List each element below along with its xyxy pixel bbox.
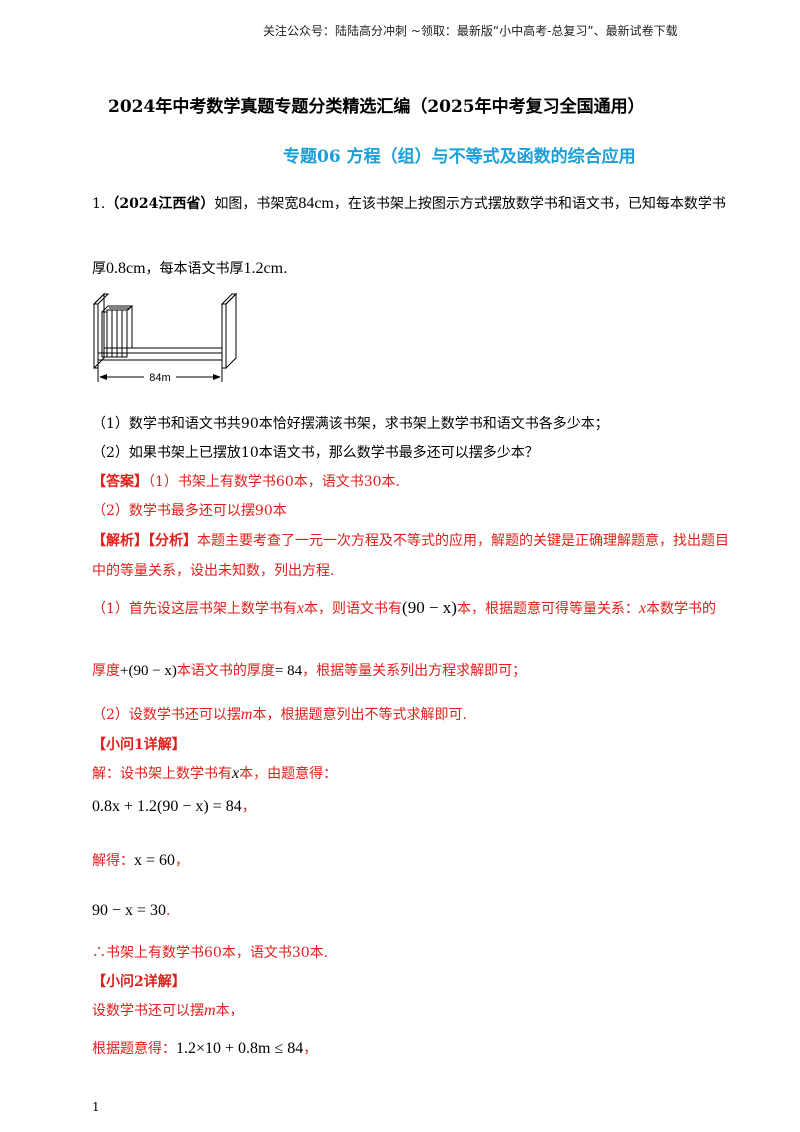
var-m: m <box>204 1002 216 1019</box>
detail-2-line-1: 设数学书还可以摆m本， <box>92 1000 244 1020</box>
expr-90-minus-x: (90 − x) <box>402 598 457 617</box>
analysis-line-4: 厚度+(90 − x)本语文书的厚度= 84，根据等量关系列出方程求解即可； <box>92 660 526 680</box>
analysis-text: 本，根据题意可得等量关系： <box>456 601 639 617</box>
page-number: 1 <box>92 1100 100 1114</box>
analysis-tag: 【解析】【分析】 <box>92 533 197 549</box>
detail-2-line-2: 根据题意得：1.2×10 + 0.8m ≤ 84， <box>92 1038 317 1058</box>
detail-1-conclusion: ∴书架上有数学书60本，语文书30本. <box>92 945 329 961</box>
detail-2-tag-text: 【小问2详解】 <box>92 974 186 990</box>
answer-text: （1）书架上有数学书60本，语文书30本. <box>148 474 400 490</box>
width-value: 84cm <box>298 195 334 212</box>
analysis-line-5: （2）设数学书还可以摆m本，根据题意列出不等式求解即可. <box>92 704 467 724</box>
analysis-line-2: 中的等量关系，设出未知数，列出方程. <box>92 563 335 579</box>
analysis-text: 本，根据题意列出不等式求解即可. <box>252 707 467 723</box>
var-x: x <box>638 600 647 617</box>
bookshelf-figure: 84m <box>92 292 238 384</box>
document-subtitle: 专题06 方程（组）与不等式及函数的综合应用 <box>283 147 636 167</box>
equation-1: 0.8x + 1.2(90 − x) = 84， <box>92 796 256 816</box>
analysis-line-1: 【解析】【分析】本题主要考查了一元一次方程及不等式的应用，解题的关键是正确理解题… <box>92 530 729 550</box>
analysis-text: （2）设数学书还可以摆 <box>92 707 241 723</box>
figure-width-label: 84m <box>149 372 170 384</box>
detail-text: 设数学书还可以摆 <box>92 1003 204 1019</box>
analysis-text: （1）首先设这层书架上数学书有 <box>92 601 297 617</box>
analysis-text: 本，则语文书有 <box>304 601 403 617</box>
page-header: 关注公众号：陆陆高分冲刺 ~领取：最新版“小中高考-总复习”、最新试卷下载 <box>263 24 678 38</box>
question-text: 如图，书架宽 <box>214 196 299 212</box>
inequality: 1.2×10 + 0.8m ≤ 84 <box>176 1040 304 1057</box>
detail-text: 本，由题意得： <box>239 766 338 782</box>
expr-plus-90-minus-x: +(90 − x) <box>120 663 177 679</box>
detail-text: 本， <box>215 1003 244 1019</box>
detail-1-line-1: 解：设书架上数学书有x本，由题意得： <box>92 763 337 783</box>
var-m: m <box>240 706 253 723</box>
question-source: （2024江西省） <box>105 196 215 212</box>
solve-label: 解得： <box>92 853 134 869</box>
detail-1-tag: 【小问1详解】 <box>92 734 186 754</box>
equation-1-end: ， <box>241 799 256 815</box>
analysis-text: ，根据等量关系列出方程求解即可； <box>302 663 527 679</box>
var-x: x <box>296 600 305 617</box>
detail-text: 解：设书架上数学书有 <box>92 766 232 782</box>
chinese-book-thickness: 1.2cm <box>243 260 284 277</box>
document-title: 2024年中考数学真题专题分类精选汇编（2025年中考复习全国通用） <box>108 97 645 117</box>
analysis-text: 本语文书的厚度 <box>176 663 275 679</box>
inequality-end: ， <box>303 1041 318 1057</box>
detail-1-tag-text: 【小问1详解】 <box>92 737 186 753</box>
analysis-text: 厚度 <box>92 663 120 679</box>
question-text: 厚 <box>92 261 106 277</box>
question-number: 1. <box>92 196 106 212</box>
var-x: x <box>232 765 240 782</box>
analysis-line-3: （1）首先设这层书架上数学书有x本，则语文书有(90 − x)本，根据题意可得等… <box>92 598 716 618</box>
answer-line-2: （2）数学书最多还可以摆90本 <box>92 503 287 519</box>
equation-3-end: . <box>166 903 171 919</box>
question-text: . <box>283 261 288 277</box>
math-book-thickness: 0.8cm <box>106 260 146 277</box>
question-line-1: 1.（2024江西省）如图，书架宽84cm，在该书架上按图示方式摆放数学书和语文… <box>92 193 726 213</box>
sub-question-1: （1）数学书和语文书共90本恰好摆满该书架，求书架上数学书和语文书各多少本； <box>92 416 609 432</box>
equation-1-text: 0.8x + 1.2(90 − x) = 84 <box>92 798 242 815</box>
equation-2-end: ， <box>175 853 190 869</box>
answer-tag: 【答案】 <box>92 474 148 490</box>
expr-equals-84: = 84 <box>274 663 303 679</box>
question-text: ，在该书架上按图示方式摆放数学书和语文书，已知每本数学书 <box>333 196 726 212</box>
question-text: ，每本语文书厚 <box>145 261 244 277</box>
question-line-2: 厚0.8cm，每本语文书厚1.2cm. <box>92 258 288 278</box>
solve-line: 解得：x = 60， <box>92 850 189 870</box>
detail-2-tag: 【小问2详解】 <box>92 971 186 991</box>
equation-2: x = 60 <box>134 852 176 869</box>
analysis-text: 本数学书的 <box>646 601 717 617</box>
equation-3: 90 − x = 30 <box>92 902 167 919</box>
sub-question-2: （2）如果书架上已摆放10本语文书，那么数学书最多还可以摆多少本？ <box>92 445 539 461</box>
detail-text: 根据题意得： <box>92 1041 176 1057</box>
equation-3-line: 90 − x = 30. <box>92 900 171 920</box>
answer-line-1: 【答案】（1）书架上有数学书60本，语文书30本. <box>92 471 400 491</box>
analysis-text: 本题主要考查了一元一次方程及不等式的应用，解题的关键是正确理解题意，找出题目 <box>197 533 729 549</box>
